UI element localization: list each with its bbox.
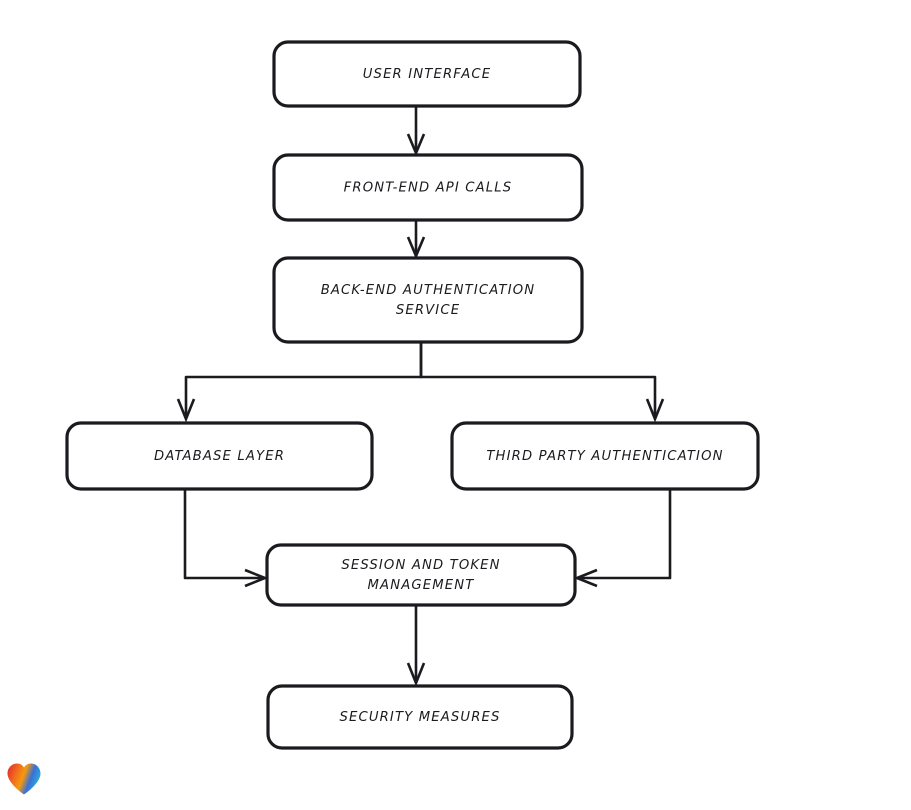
node-label-line: USER INTERFACE	[363, 67, 492, 82]
connector-line	[419, 342, 657, 418]
edge-backend-to-third-party	[419, 342, 665, 423]
node-label-line: FRONT-END API CALLS	[344, 181, 513, 196]
node-security-measures[interactable]: SECURITY MEASURES	[266, 684, 574, 750]
node-label-line: MANAGEMENT	[368, 578, 475, 593]
edges-layer	[176, 106, 672, 687]
connector-line	[578, 489, 672, 580]
node-label-line: DATABASE LAYER	[154, 449, 285, 464]
node-label: SESSION AND TOKEN MANAGEMENT	[341, 558, 500, 593]
node-front-end-api-calls[interactable]: FRONT-END API CALLS	[272, 153, 584, 222]
node-label: DATABASE LAYER	[154, 449, 285, 464]
node-box[interactable]	[265, 543, 577, 607]
node-box[interactable]	[266, 684, 574, 750]
node-box[interactable]	[65, 421, 374, 491]
node-back-end-authentication-service[interactable]: BACK-END AUTHENTICATION SERVICE	[272, 256, 584, 344]
node-label: FRONT-END API CALLS	[344, 181, 513, 196]
node-label-line: BACK-END AUTHENTICATION	[321, 283, 536, 298]
heart-icon	[7, 763, 41, 795]
node-label-line: SECURITY MEASURES	[339, 710, 500, 725]
connector-line	[183, 489, 264, 580]
connector-line	[184, 342, 423, 418]
arrow-head-left	[573, 568, 598, 588]
arrow-head-down	[406, 133, 426, 157]
arrow-head-down	[406, 662, 426, 687]
node-label: SECURITY MEASURES	[339, 710, 500, 725]
node-box[interactable]	[272, 256, 584, 344]
node-label: USER INTERFACE	[363, 67, 492, 82]
node-user-interface[interactable]: USER INTERFACE	[272, 40, 582, 108]
node-session-and-token-management[interactable]: SESSION AND TOKEN MANAGEMENT	[265, 543, 577, 607]
node-box[interactable]	[450, 421, 760, 491]
node-database-layer[interactable]: DATABASE LAYER	[65, 421, 374, 491]
node-third-party-authentication[interactable]: THIRD PARTY AUTHENTICATION	[450, 421, 760, 491]
node-box[interactable]	[272, 40, 582, 108]
edge-api-to-backend	[406, 220, 426, 260]
edge-ui-to-api	[406, 106, 426, 157]
node-box[interactable]	[272, 153, 584, 222]
node-label: THIRD PARTY AUTHENTICATION	[486, 449, 723, 464]
arrow-head-down	[406, 236, 426, 260]
edge-database-to-session	[183, 489, 269, 588]
edge-session-to-security	[406, 605, 426, 687]
arrow-head-down	[176, 398, 196, 423]
edge-backend-to-database	[176, 342, 423, 423]
edge-third-party-to-session	[573, 489, 672, 588]
node-label-line: SERVICE	[396, 303, 460, 318]
node-label-line: THIRD PARTY AUTHENTICATION	[486, 449, 723, 464]
arrow-head-down	[645, 398, 665, 423]
arrow-head-right	[244, 568, 269, 588]
nodes-layer: USER INTERFACE FRONT-END API CALLS BACK-EN…	[65, 40, 760, 750]
node-label: BACK-END AUTHENTICATION SERVICE	[321, 283, 536, 318]
node-label-line: SESSION AND TOKEN	[341, 558, 500, 573]
